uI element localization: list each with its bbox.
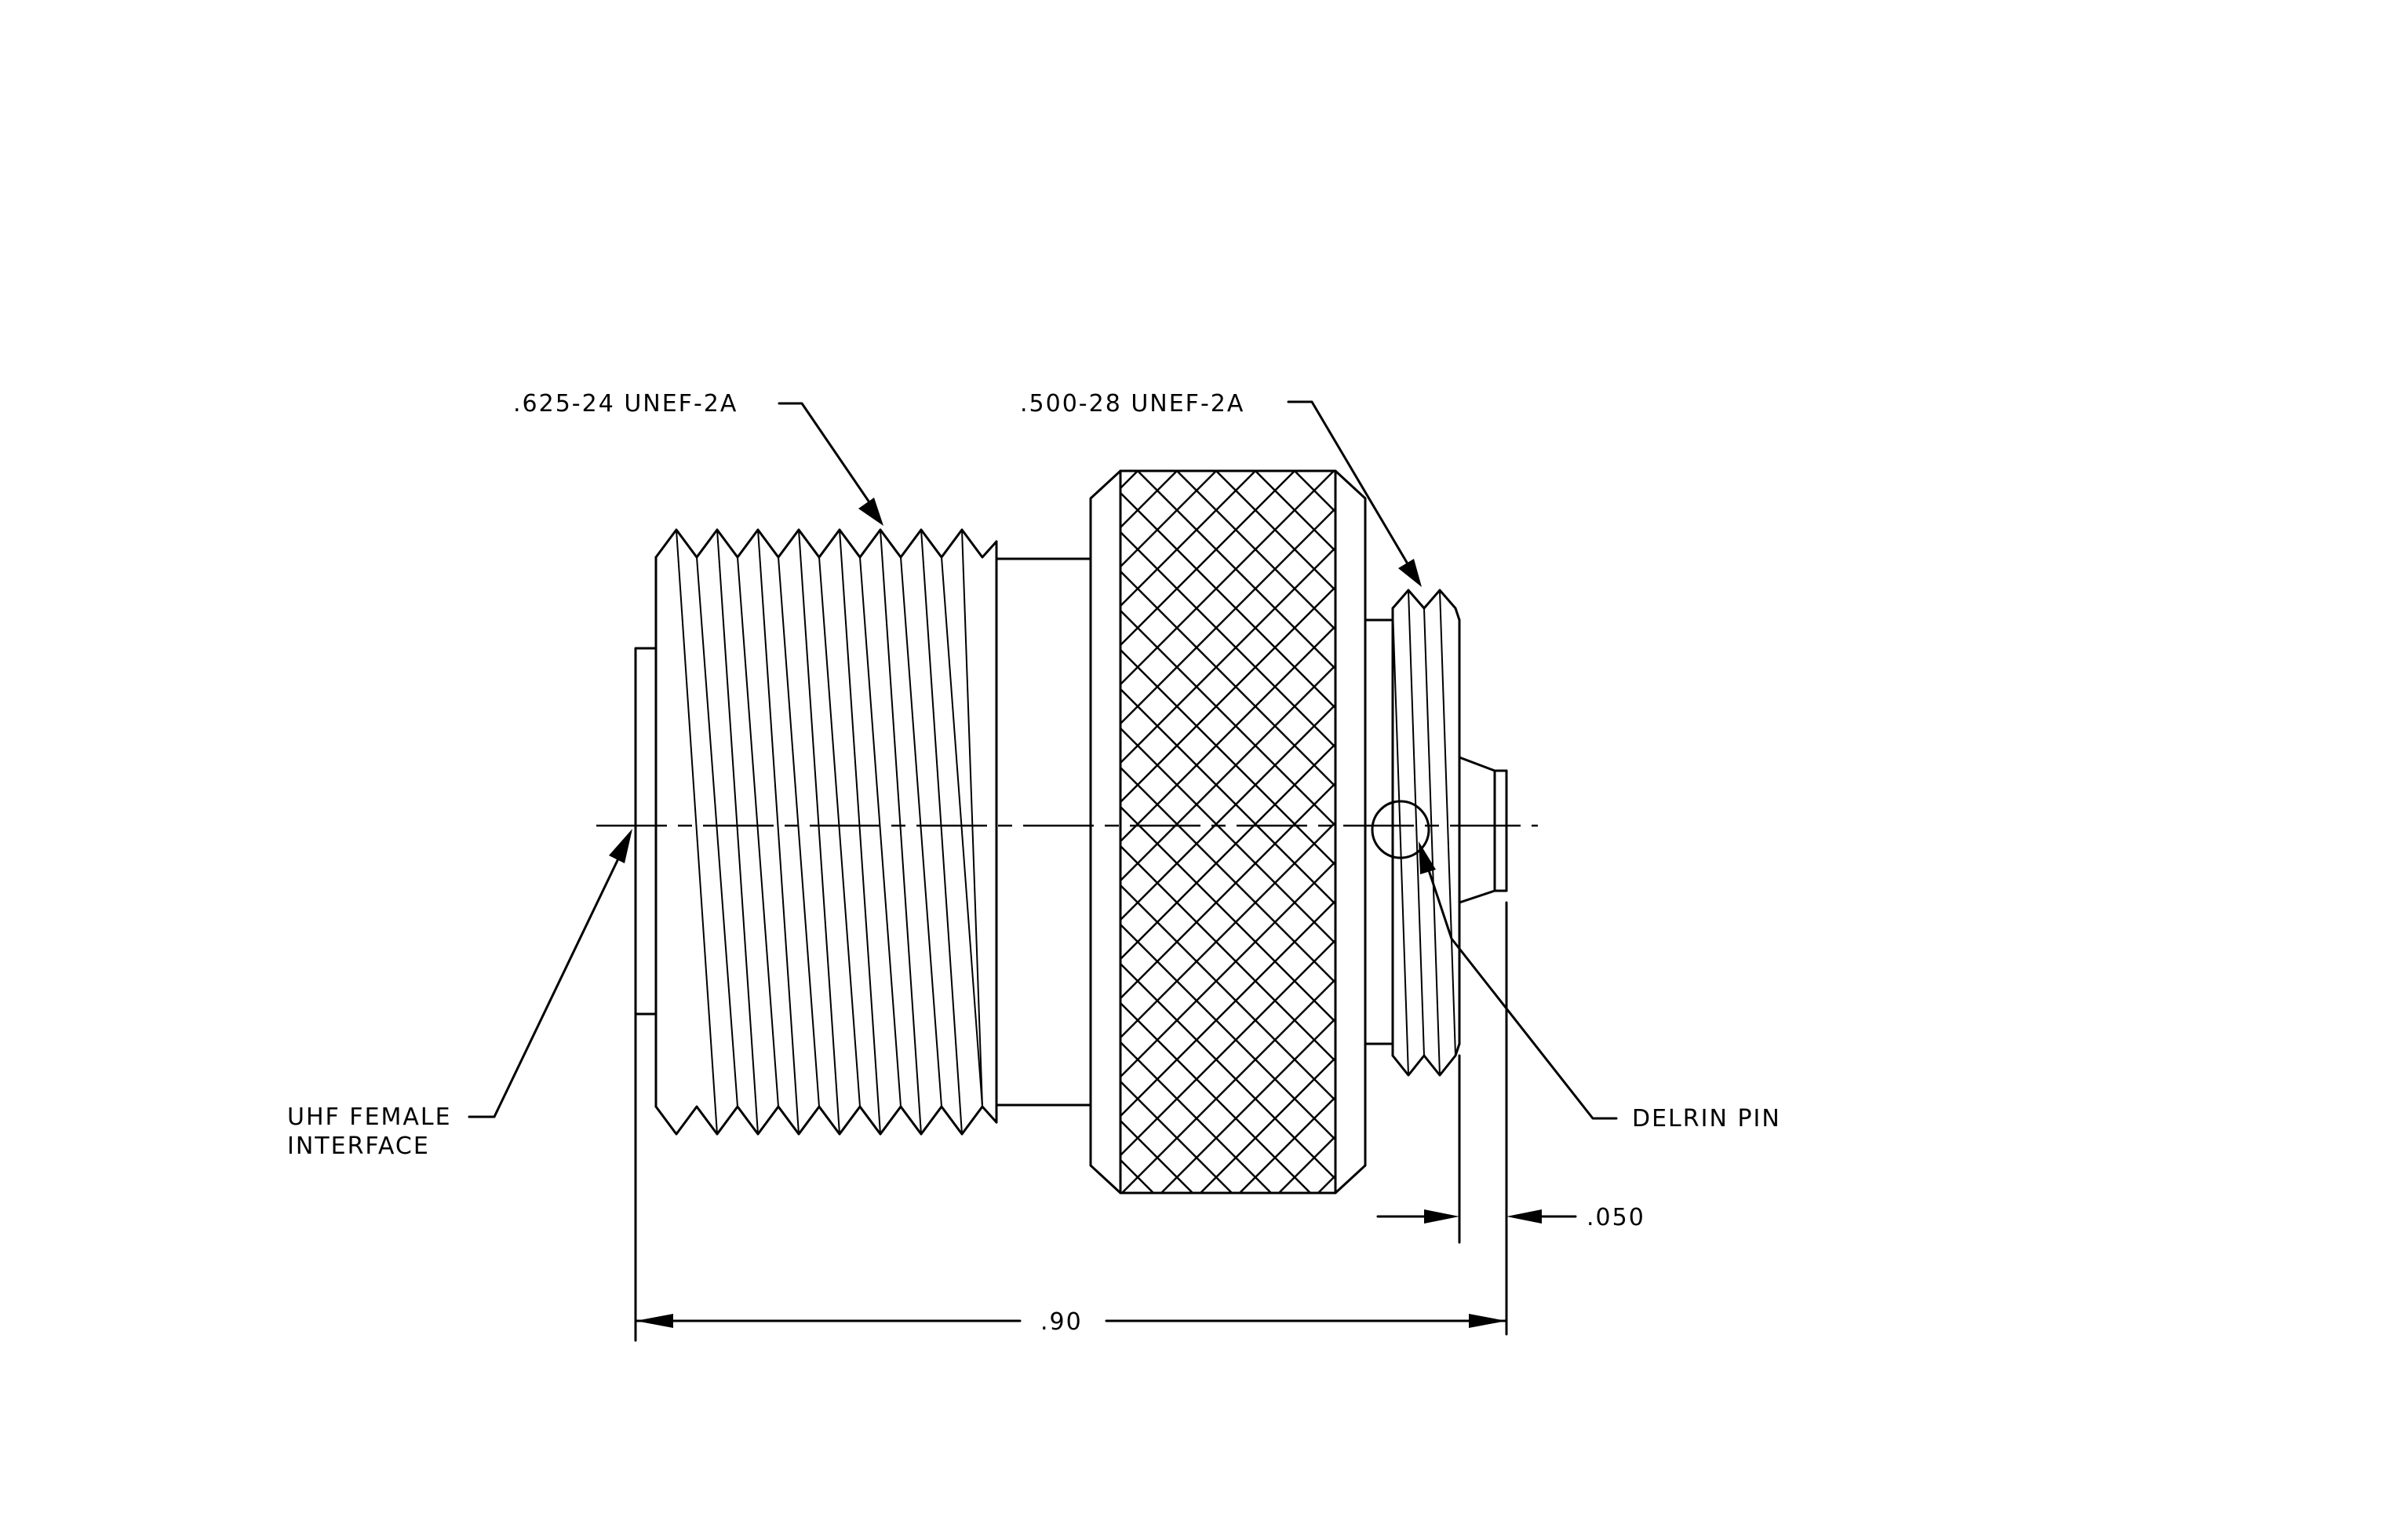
callout-delrin-pin: DELRIN PIN [1632,1105,1781,1133]
leader-thread-small [1287,400,1422,587]
nut-step [1364,618,1394,1045]
delrin-pin-hole [1371,800,1430,859]
dimension-overall-length-value: .90 [1040,1308,1083,1336]
leader-delrin-pin [1419,841,1618,1120]
dimension-pin-offset-value: .050 [1587,1204,1645,1231]
callout-uhf-line1: UHF FEMALE [287,1103,452,1131]
dimension-overall-length [634,1012,1508,1342]
leader-thread-large [778,402,883,526]
small-thread-body [1391,589,1461,1077]
uhf-interface-flange [634,647,658,1016]
large-thread-body [654,528,998,1136]
dimension-pin-offset [1376,901,1577,1336]
callout-thread-small: .500-28 UNEF-2A [1020,390,1244,418]
callout-uhf-line2: INTERFACE [287,1133,430,1160]
knurled-nut [1089,469,1367,1195]
leader-uhf-interface [468,829,632,1118]
neck [995,557,1092,1107]
center-pin [1458,756,1508,904]
callout-thread-large: .625-24 UNEF-2A [513,390,738,418]
